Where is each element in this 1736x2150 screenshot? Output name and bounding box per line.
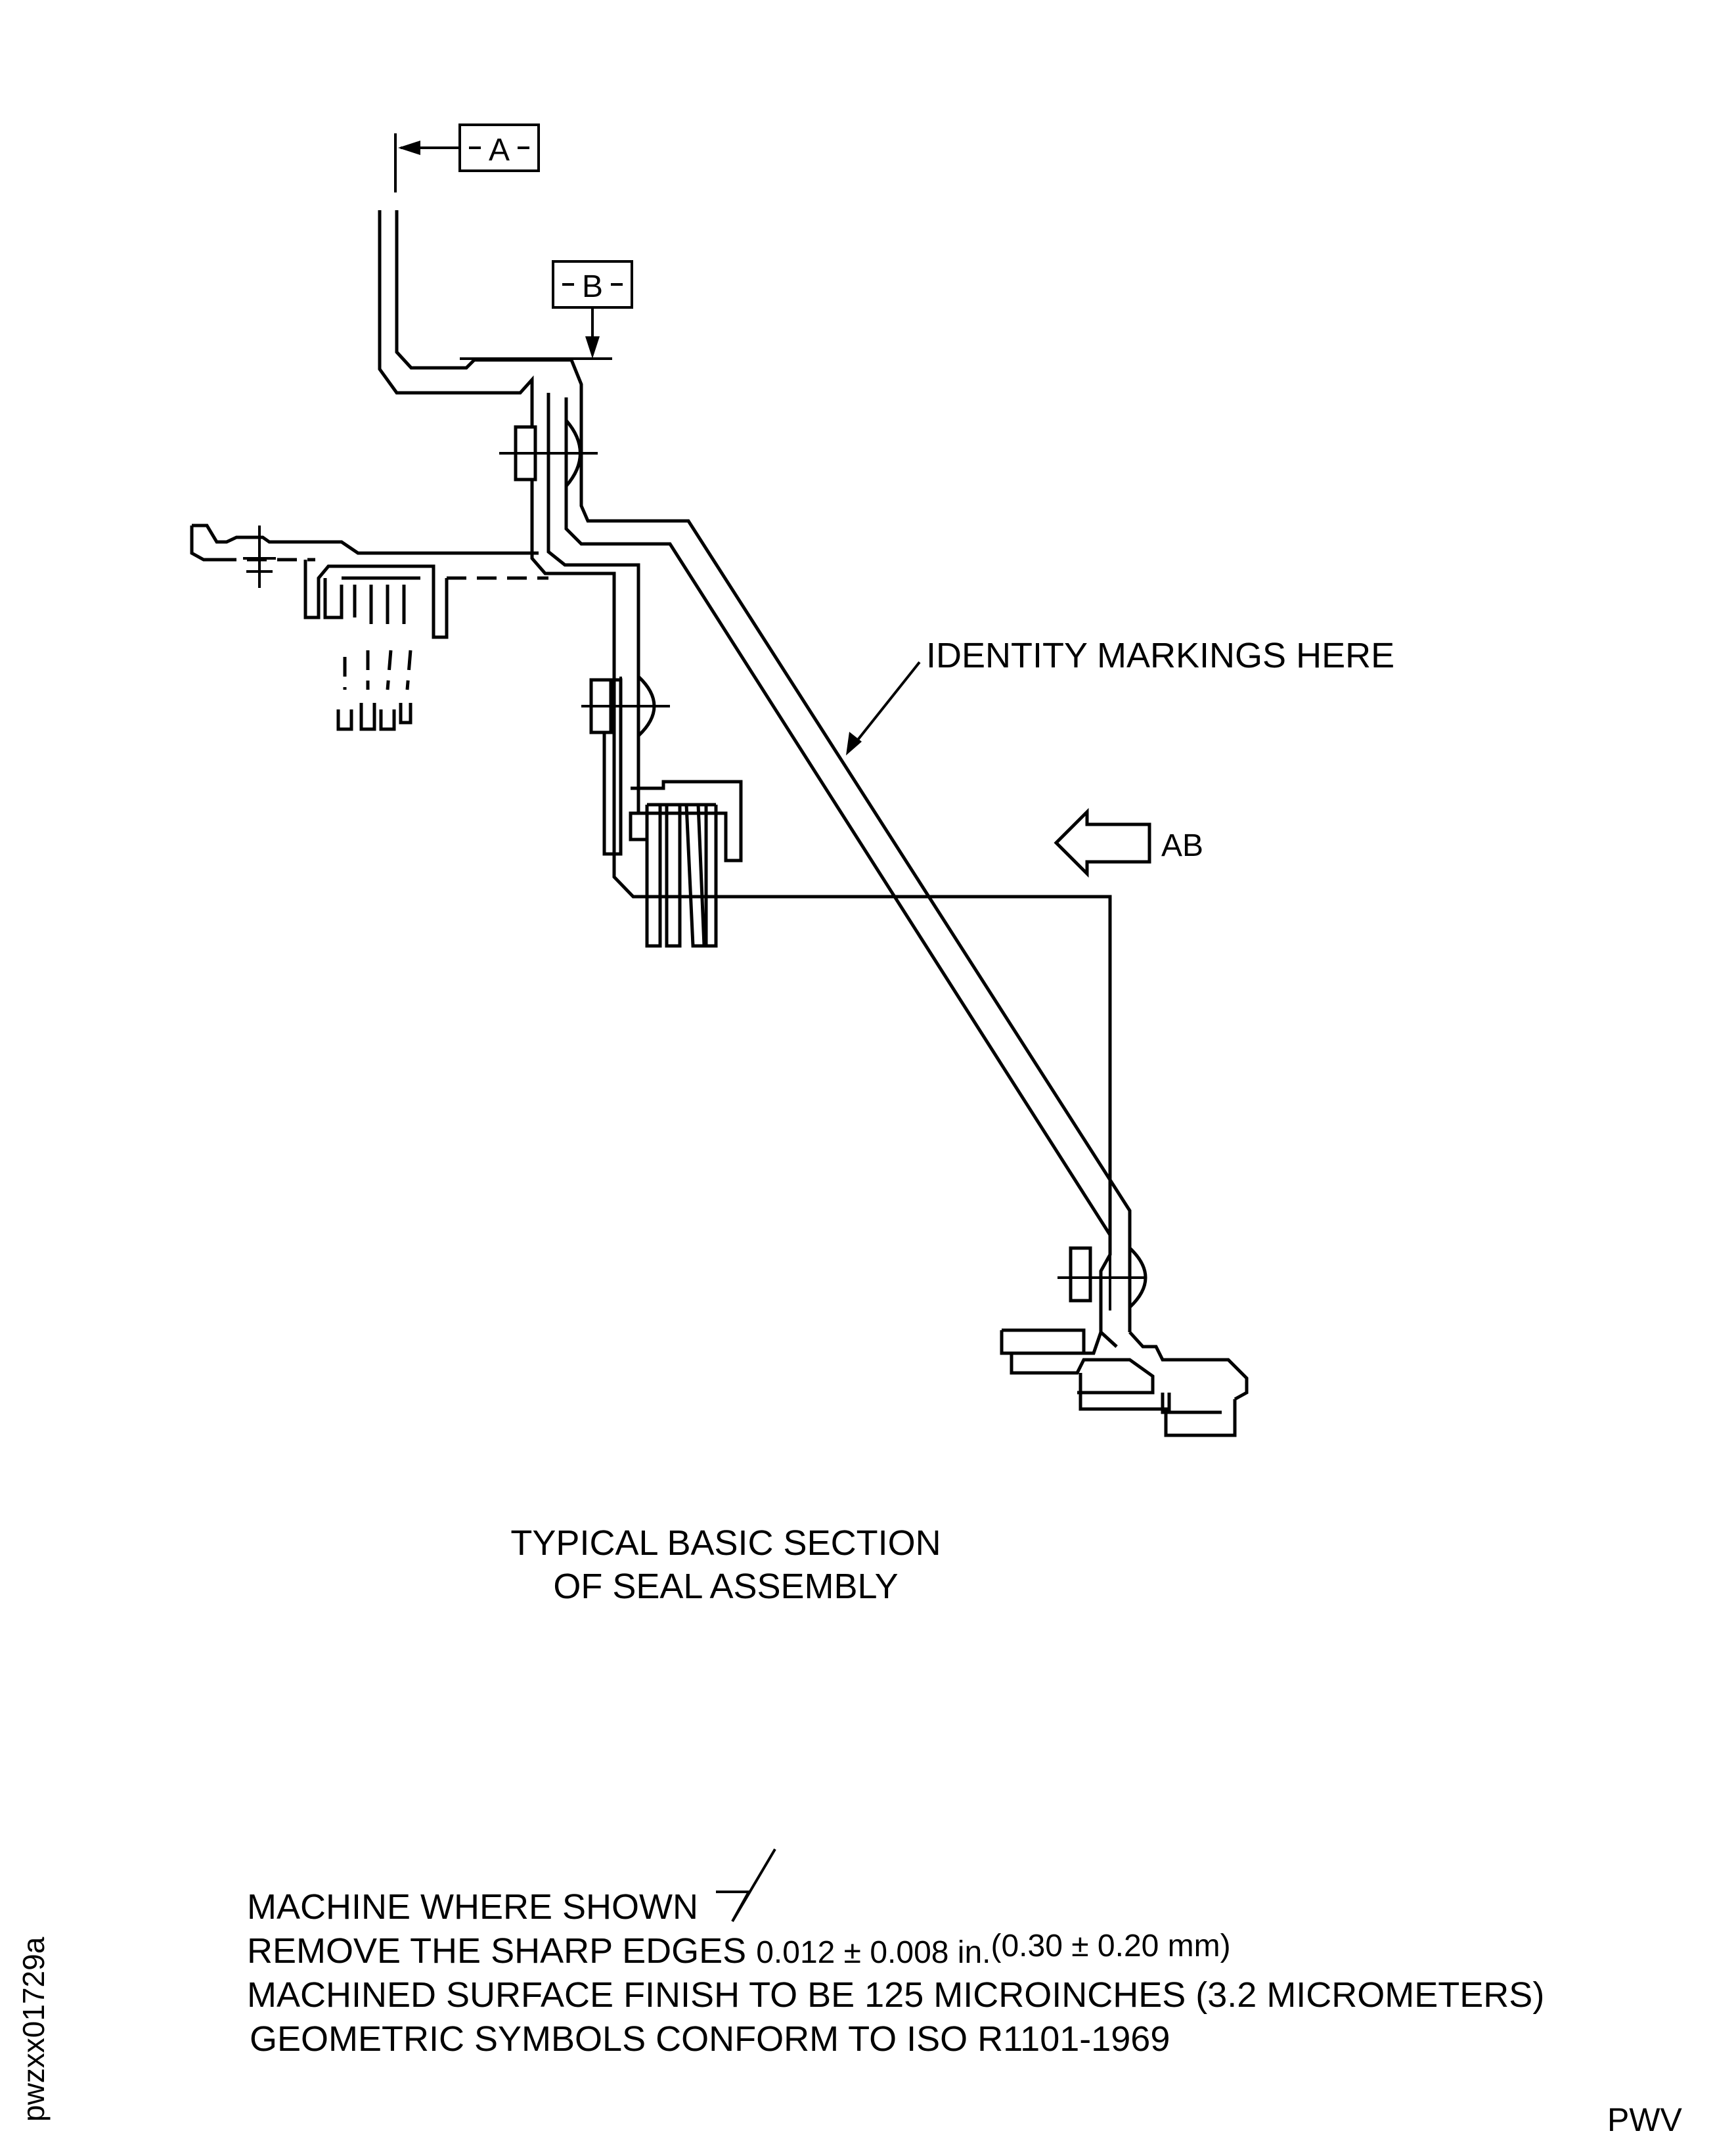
datum-b-symbol: B <box>460 260 633 360</box>
machine-symbol-icon <box>716 1848 776 1923</box>
view-arrow-ab: AB <box>1054 807 1203 878</box>
datum-a-label: A <box>489 133 510 168</box>
note-sharp-edges-in: 0.012 ± 0.008 in. <box>756 1935 991 1970</box>
caption-line-2: OF SEAL ASSEMBLY <box>553 1567 899 1606</box>
upper-bolt <box>499 419 598 487</box>
caption-line-1: TYPICAL BASIC SECTION <box>510 1523 941 1563</box>
note-geometric: GEOMETRIC SYMBOLS CONFORM TO ISO R1101-1… <box>250 2019 1170 2059</box>
note-sharp-edges-label: REMOVE THE SHARP EDGES <box>247 1931 747 1971</box>
note-machine: MACHINE WHERE SHOWN <box>247 1887 698 1927</box>
note-surface-finish: MACHINED SURFACE FINISH TO BE 125 MICROI… <box>247 1975 1545 2015</box>
lower-bolt <box>1057 1245 1147 1310</box>
identity-markings-callout: IDENTITY MARKINGS HERE <box>846 636 1394 755</box>
footer-code: PWV <box>1607 2101 1682 2138</box>
note-sharp-edges-mm: (0.30 ± 0.20 mm) <box>990 1929 1231 1963</box>
middle-bolt <box>581 675 670 739</box>
datum-a-symbol: A <box>394 123 540 192</box>
seal-profile <box>378 210 1132 1348</box>
phantom-mating-part <box>190 524 548 731</box>
view-arrow-label: AB <box>1161 828 1203 863</box>
identity-markings-text: IDENTITY MARKINGS HERE <box>926 636 1394 675</box>
note-sharp-edges: REMOVE THE SHARP EDGES 0.012 ± 0.008 in.… <box>247 1931 1231 1971</box>
figure-id: pwzxx01729a <box>16 1937 51 2122</box>
lower-seal-base <box>1000 1328 1249 1437</box>
datum-b-label: B <box>582 269 603 304</box>
brush-seal-middle <box>629 803 718 948</box>
